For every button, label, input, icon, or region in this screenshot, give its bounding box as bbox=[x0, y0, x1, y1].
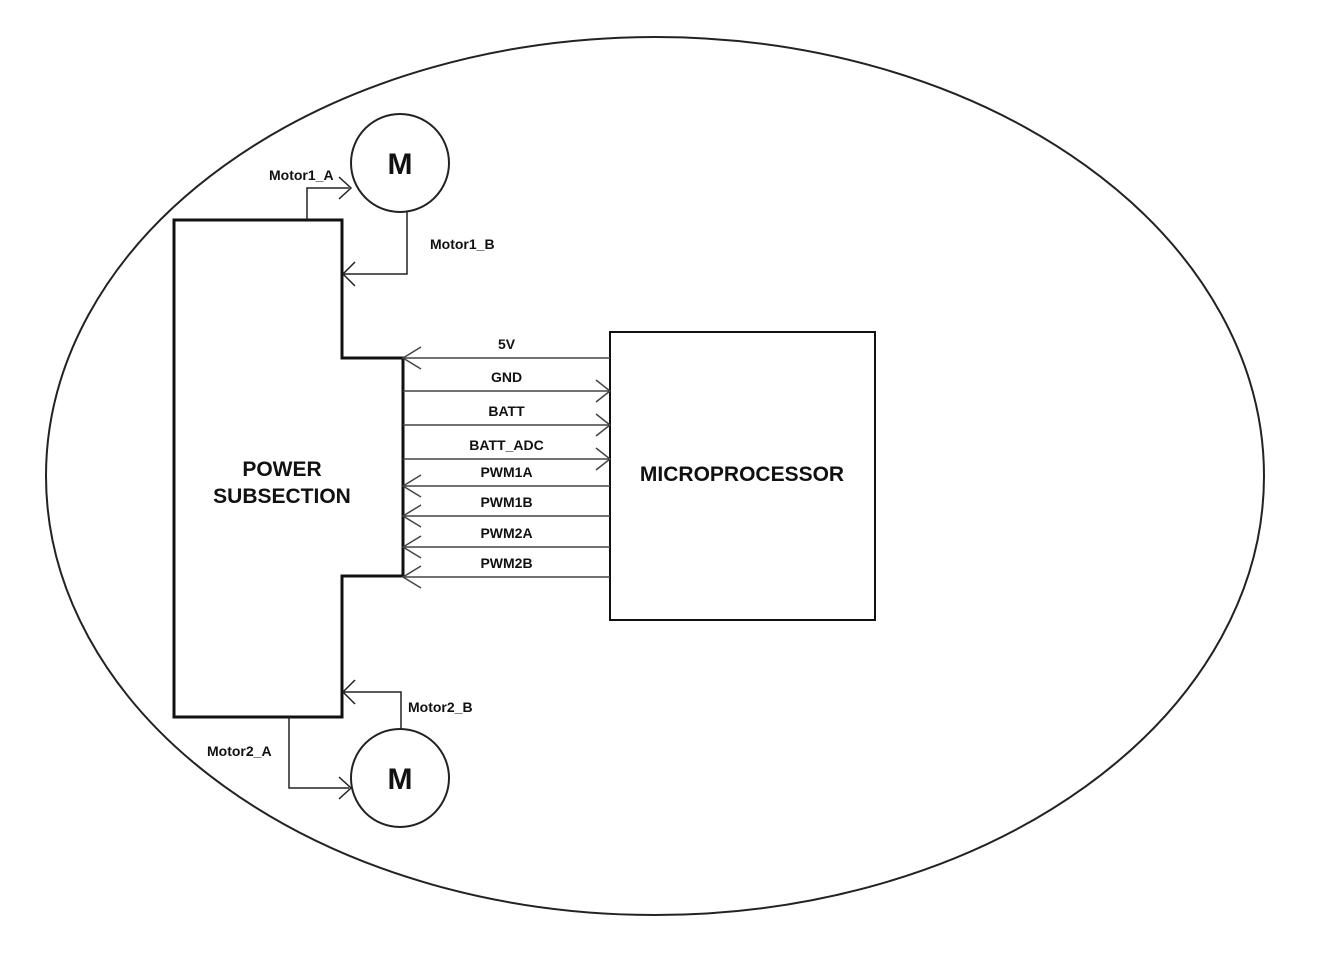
signal-gnd-label: GND bbox=[491, 369, 522, 385]
signal-pwm1a-arrowhead bbox=[401, 474, 422, 498]
signal-batt-label: BATT bbox=[488, 403, 525, 419]
motor1-a-wire bbox=[306, 187, 349, 220]
motor2-a-label: Motor2_A bbox=[207, 743, 272, 759]
motor2-symbol: M bbox=[388, 763, 413, 796]
signal-bus: 5V GND BATT BATT_ADC PWM1A PWM1B PWM2A PWM2B bbox=[401, 336, 612, 589]
motor2-b-wire bbox=[343, 691, 402, 729]
motor1-a-arrowhead bbox=[338, 176, 353, 200]
motor1-circle bbox=[350, 113, 450, 213]
motor1-b-wire bbox=[343, 211, 408, 275]
power-block-label-line2: SUBSECTION bbox=[213, 485, 351, 508]
motor2-a-wire bbox=[288, 717, 349, 789]
signal-pwm2b-arrowhead bbox=[401, 565, 422, 589]
signal-5v-arrowhead bbox=[401, 346, 422, 370]
motor1-a-label: Motor1_A bbox=[269, 167, 334, 183]
signal-pwm2a-label: PWM2A bbox=[480, 525, 532, 541]
signal-pwm1a-label: PWM1A bbox=[480, 464, 532, 480]
motor1-b-label: Motor1_B bbox=[430, 236, 495, 252]
signal-gnd-arrowhead bbox=[595, 379, 612, 403]
signal-5v-label: 5V bbox=[498, 336, 516, 352]
motor2-circle bbox=[350, 728, 450, 828]
signal-pwm1b-label: PWM1B bbox=[480, 494, 532, 510]
motor1-symbol: M bbox=[388, 148, 413, 181]
microprocessor-label: MICROPROCESSOR bbox=[640, 463, 844, 486]
signal-batt-adc-label: BATT_ADC bbox=[469, 437, 543, 453]
signal-pwm2b-label: PWM2B bbox=[480, 555, 532, 571]
power-subsection-block bbox=[172, 218, 405, 719]
motor2-b-arrowhead bbox=[341, 679, 356, 705]
signal-batt-arrowhead bbox=[595, 413, 612, 437]
enclosure-ellipse bbox=[45, 36, 1265, 916]
motor1-b-arrowhead bbox=[341, 261, 356, 287]
signal-pwm1b-arrowhead bbox=[401, 504, 422, 528]
microprocessor-block bbox=[609, 331, 876, 621]
motor2-b-label: Motor2_B bbox=[408, 699, 473, 715]
signal-pwm2a-arrowhead bbox=[401, 535, 422, 559]
signal-batt-adc-arrowhead bbox=[595, 447, 612, 471]
motor2-a-arrowhead bbox=[338, 776, 353, 800]
power-block-label-line1: POWER bbox=[242, 458, 321, 481]
